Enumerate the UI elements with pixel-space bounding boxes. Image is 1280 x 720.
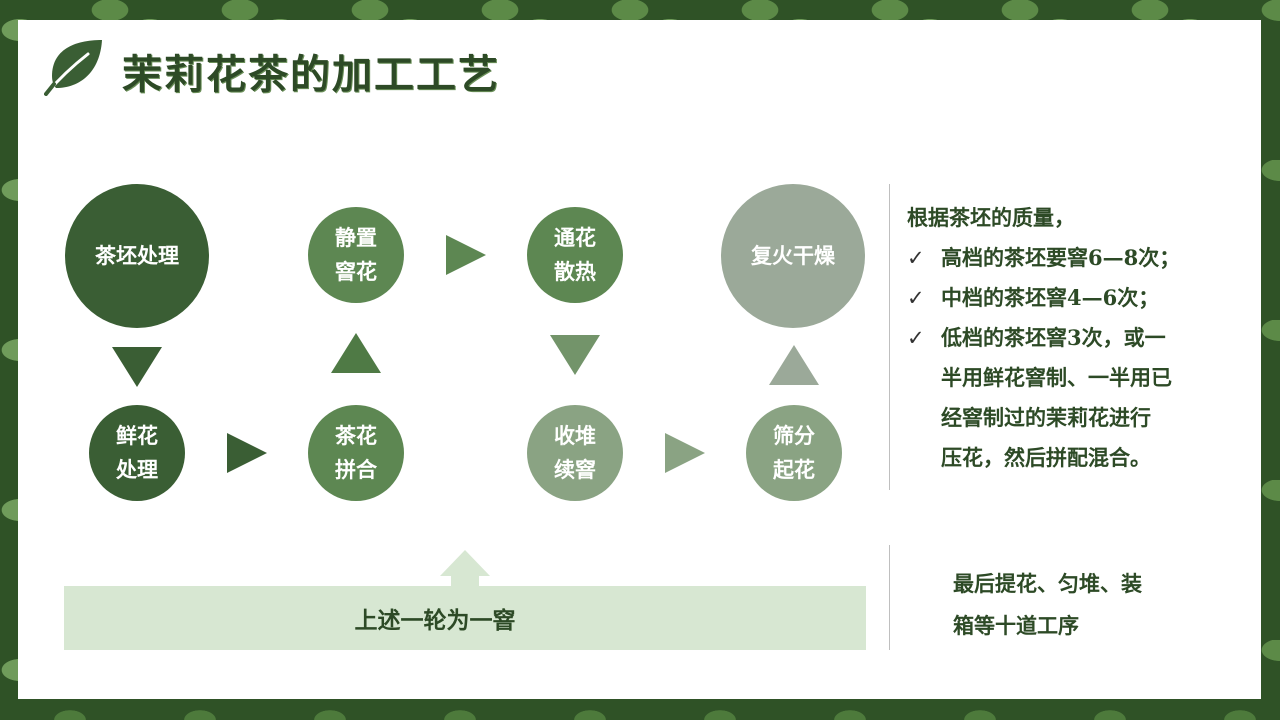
divider [889, 184, 890, 490]
scenting-notes: 根据茶坯的质量， ✓ 高档的茶坯要窨6—8次； ✓ 中档的茶坯窨4—6次； ✓ … [907, 198, 1237, 478]
step-static-scenting: 静置 窨花 [308, 207, 404, 303]
step-label: 收堆 [554, 424, 596, 448]
arrow-right [665, 433, 705, 473]
band-up-arrow [440, 550, 490, 576]
step-label: 茶坯处理 [95, 244, 179, 268]
step-tea-flower-blending: 茶花 拼合 [308, 405, 404, 501]
step-label: 静置 [335, 226, 377, 250]
step-tea-base-processing: 茶坯处理 [65, 184, 209, 328]
check-icon: ✓ [907, 286, 925, 310]
step-label: 鲜花 [116, 424, 158, 448]
list-item-text: 低档的茶坯窨3次，或一 [941, 325, 1166, 350]
step-label: 处理 [116, 458, 158, 482]
step-label: 拼合 [335, 458, 377, 482]
list-item-text: 高档的茶坯要窨6—8次； [941, 245, 1181, 270]
arrow-down [550, 335, 600, 375]
step-label: 筛分 [773, 424, 815, 448]
arrow-up [769, 345, 819, 385]
arrow-up [331, 333, 381, 373]
list-item: ✓ 中档的茶坯窨4—6次； [907, 278, 1237, 318]
final-note-line: 最后提花、匀堆、装 [953, 571, 1142, 596]
band-up-arrow-stem [451, 575, 479, 587]
notes-intro: 根据茶坯的质量， [907, 205, 1075, 230]
step-label: 茶花 [335, 424, 377, 448]
list-item-text: 经窨制过的茉莉花进行 [941, 405, 1151, 430]
step-re-drying: 复火干燥 [721, 184, 865, 328]
arrow-down [112, 347, 162, 387]
step-label: 通花 [554, 226, 596, 250]
list-item-text: 压花，然后拼配混合。 [941, 445, 1151, 470]
step-ventilation-cooling: 通花 散热 [527, 207, 623, 303]
content-card [18, 20, 1261, 699]
step-flower-processing: 鲜花 处理 [89, 405, 185, 501]
arrow-right [227, 433, 267, 473]
list-item: ✓ 高档的茶坯要窨6—8次； [907, 238, 1237, 278]
leaf-icon [44, 40, 102, 96]
step-label: 复火干燥 [751, 244, 835, 268]
step-label: 续窨 [554, 458, 596, 482]
final-note: 最后提花、匀堆、装 箱等十道工序 [953, 563, 1233, 647]
list-item: ✓ 低档的茶坯窨3次，或一 半用鲜花窨制、一半用已 经窨制过的茉莉花进行 压花，… [907, 318, 1237, 478]
cycle-band-label: 上述一轮为一窨 [354, 607, 516, 634]
page-title: 茉莉花茶的加工工艺 [122, 51, 500, 98]
step-pile-continue-scenting: 收堆 续窨 [527, 405, 623, 501]
step-sieve-remove-flowers: 筛分 起花 [746, 405, 842, 501]
check-icon: ✓ [907, 246, 925, 270]
final-note-line: 箱等十道工序 [953, 613, 1079, 638]
arrow-right [446, 235, 486, 275]
list-item-text: 中档的茶坯窨4—6次； [941, 285, 1160, 310]
step-label: 散热 [554, 260, 596, 284]
divider [889, 545, 890, 650]
step-label: 窨花 [335, 260, 377, 284]
list-item-text: 半用鲜花窨制、一半用已 [941, 365, 1172, 390]
step-label: 起花 [773, 458, 815, 482]
check-icon: ✓ [907, 326, 925, 350]
cycle-band: 上述一轮为一窨 [64, 586, 866, 650]
